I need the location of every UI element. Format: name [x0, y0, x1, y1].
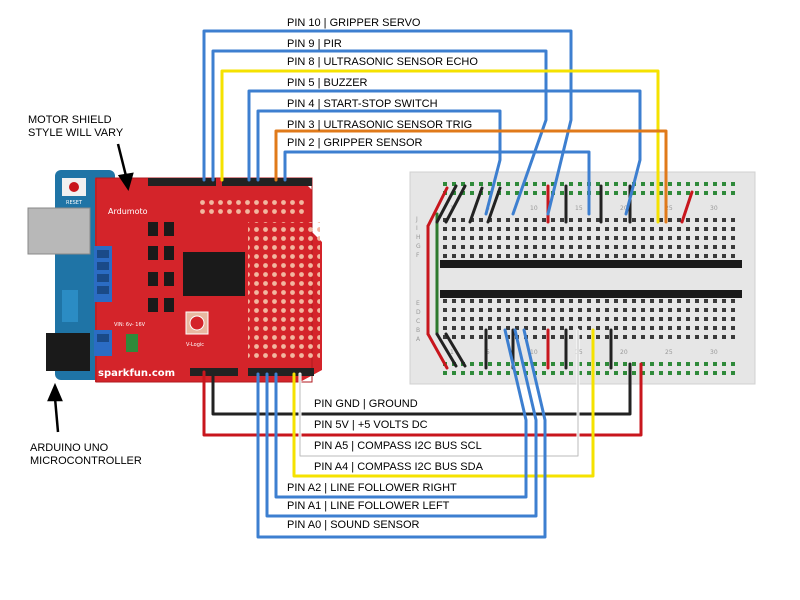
- bb-col-number: 20: [620, 349, 628, 356]
- pin-label-pin2: PIN 2 | GRIPPER SENSOR: [287, 137, 423, 149]
- bb-row-letter: B: [416, 327, 420, 334]
- vlogic-label: V-Logic: [186, 342, 204, 348]
- bb-col-number: 30: [710, 349, 718, 356]
- wire-5v: [202, 362, 643, 437]
- shield-name: Ardumoto: [108, 207, 148, 216]
- motor-shield-board: Ardumoto sparkfun.com V-Logic VIN: 6v- 1…: [94, 177, 322, 383]
- bb-col-number: 25: [665, 349, 673, 356]
- breadboard-rail-jumpers: [426, 184, 694, 370]
- bb-row-letter: D: [416, 309, 421, 316]
- breadboard: 1 5 10 15 20 25 30 1 5 10 15 20 25 30 J …: [409, 171, 756, 385]
- bb-col-number: 25: [665, 205, 673, 212]
- wire-a0: [256, 328, 547, 539]
- wire-pin2: [283, 150, 591, 216]
- wire-pin4: [256, 109, 502, 216]
- wire-pin3: [274, 129, 668, 224]
- bb-row-letter: C: [416, 318, 420, 325]
- bb-row-letter: J: [415, 216, 418, 223]
- pin-label-a0: PIN A0 | SOUND SENSOR: [287, 519, 420, 531]
- motor-shield-note-line2: STYLE WILL VARY: [28, 127, 124, 139]
- bb-row-letter: H: [416, 234, 421, 241]
- bb-col-number: 20: [620, 205, 628, 212]
- wire-a1: [265, 328, 538, 518]
- pin-label-pin8: PIN 8 | ULTRASONIC SENSOR ECHO: [287, 56, 478, 68]
- bb-row-letter: F: [416, 252, 420, 259]
- arduino-note-line2: MICROCONTROLLER: [30, 455, 142, 467]
- vin-label: VIN: 6v- 16V: [114, 322, 146, 328]
- pin-label-5v: PIN 5V | +5 VOLTS DC: [314, 419, 428, 431]
- pin-label-pin3: PIN 3 | ULTRASONIC SENSOR TRIG: [287, 119, 473, 131]
- wire-a2: [274, 328, 528, 499]
- pin-label-a2: PIN A2 | LINE FOLLOWER RIGHT: [287, 482, 457, 494]
- bb-col-number: 5: [486, 349, 490, 356]
- arduino-note-line1: ARDUINO UNO: [30, 442, 109, 454]
- wire-a4-sda: [292, 328, 595, 478]
- pin-label-a4: PIN A4 | COMPASS I2C BUS SDA: [314, 461, 483, 473]
- note-arrows: [47, 143, 134, 433]
- brand-label: sparkfun.com: [98, 368, 175, 379]
- top-wires: [202, 29, 668, 224]
- pin-label-pin5: PIN 5 | BUZZER: [287, 77, 368, 89]
- pin-label-a5: PIN A5 | COMPASS I2C BUS SCL: [314, 440, 482, 452]
- pin-label-pin10: PIN 10 | GRIPPER SERVO: [287, 17, 421, 29]
- wire-a5-scl-outline: [299, 329, 579, 457]
- arduino-note: ARDUINO UNO MICROCONTROLLER: [30, 442, 142, 468]
- motor-shield-note: MOTOR SHIELD STYLE WILL VARY: [28, 114, 123, 140]
- bottom-wires: [202, 328, 643, 539]
- bb-col-number: 30: [710, 205, 718, 212]
- bb-row-letter: A: [416, 336, 421, 343]
- wire-pin5: [247, 89, 642, 216]
- wire-pin8: [220, 69, 660, 224]
- pin-label-gnd: PIN GND | GROUND: [314, 398, 418, 410]
- bb-row-letter: E: [416, 300, 420, 307]
- pin-label-a1: PIN A1 | LINE FOLLOWER LEFT: [287, 500, 450, 512]
- reset-label: RESET: [66, 200, 83, 206]
- motor-shield-note-line1: MOTOR SHIELD: [28, 114, 112, 126]
- bb-col-number: 1: [450, 349, 454, 356]
- wire-gnd: [211, 362, 632, 416]
- pin-label-pin9: PIN 9 | PIR: [287, 38, 342, 50]
- bb-row-letter: G: [416, 243, 421, 250]
- pin-label-pin4: PIN 4 | START-STOP SWITCH: [287, 98, 438, 110]
- bb-col-number: 15: [575, 205, 583, 212]
- bb-row-letter: I: [416, 225, 418, 232]
- bb-col-number: 10: [530, 205, 538, 212]
- bb-col-number: 10: [530, 349, 538, 356]
